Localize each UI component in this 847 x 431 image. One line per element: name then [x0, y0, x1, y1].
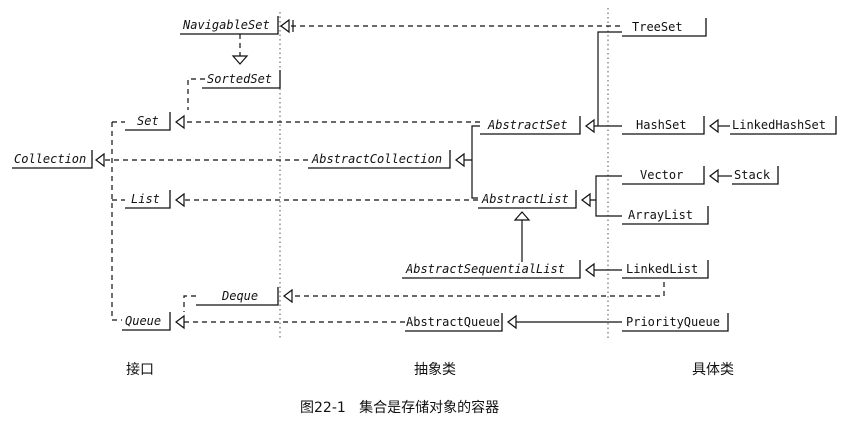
- node-hashset[interactable]: HashSet: [622, 116, 705, 135]
- node-label: Collection: [14, 152, 86, 166]
- node-linkedlist[interactable]: LinkedList: [622, 260, 709, 279]
- arrowhead-abstractlist-up: [513, 211, 531, 221]
- node-label: TreeSet: [632, 20, 683, 34]
- node-label: Vector: [640, 168, 683, 182]
- node-label: Queue: [125, 314, 161, 328]
- node-vector[interactable]: Vector: [622, 166, 705, 185]
- node-collection[interactable]: Collection: [12, 150, 93, 169]
- arrowhead-abstractsequentiallist: [585, 262, 595, 278]
- node-priorityqueue[interactable]: PriorityQueue: [622, 313, 729, 332]
- node-abstractlist[interactable]: AbstractList: [478, 190, 577, 209]
- node-label: Stack: [734, 168, 771, 182]
- node-sortedset[interactable]: SortedSet: [202, 70, 281, 89]
- node-label: Set: [137, 114, 159, 128]
- node-label: AbstractSet: [487, 118, 567, 132]
- edge-deque-queue: [183, 295, 196, 312]
- node-label: ArrayList: [628, 208, 693, 222]
- node-abstractqueue[interactable]: AbstractQueue: [405, 313, 503, 332]
- arrowhead-abstractcollection: [455, 152, 465, 168]
- arrowhead-sortedset: [231, 55, 249, 65]
- node-navigableset[interactable]: NavigableSet: [180, 16, 279, 35]
- node-label: AbstractQueue: [406, 315, 500, 329]
- node-abstractset[interactable]: AbstractSet: [480, 116, 581, 135]
- node-label: NavigableSet: [182, 18, 270, 32]
- edge-sets-to-abstractset: [594, 31, 622, 127]
- column-label-concrete: 具体类: [692, 362, 734, 378]
- arrowhead-abstractqueue: [507, 314, 517, 330]
- arrowhead-queue: [175, 314, 185, 330]
- node-queue[interactable]: Queue: [122, 312, 171, 331]
- arrowhead-vector: [709, 168, 719, 184]
- node-arraylist[interactable]: ArrayList: [622, 206, 709, 225]
- arrowhead-navigableset: [280, 18, 290, 34]
- edge-lists-to-abstractlist: [590, 175, 622, 217]
- node-label: AbstractList: [481, 192, 569, 206]
- node-deque[interactable]: Deque: [196, 287, 279, 306]
- edge-sortedset-set: [187, 78, 205, 110]
- node-label: LinkedList: [626, 262, 698, 276]
- node-linkedhashset[interactable]: LinkedHashSet: [730, 116, 837, 135]
- node-set[interactable]: Set: [125, 112, 171, 131]
- node-label: LinkedHashSet: [732, 118, 826, 132]
- arrowhead-hashset: [709, 118, 719, 134]
- node-label: AbstractSequentialList: [405, 262, 565, 276]
- arrowhead-deque: [283, 288, 293, 304]
- node-abstractcollection[interactable]: AbstractCollection: [308, 150, 451, 169]
- node-abstractsequentiallist[interactable]: AbstractSequentialList: [402, 260, 581, 279]
- edge-abstract-to-abstractcollection: [464, 125, 480, 199]
- figure-caption: 图22-1 集合是存储对象的容器: [300, 399, 499, 416]
- node-label: AbstractCollection: [311, 152, 442, 166]
- node-label: Deque: [221, 289, 258, 303]
- node-list[interactable]: List: [125, 190, 171, 209]
- arrowhead-list: [175, 192, 185, 208]
- arrowhead-abstractlist: [581, 192, 591, 208]
- node-label: PriorityQueue: [626, 315, 720, 329]
- arrowhead-set: [175, 114, 185, 130]
- node-label: List: [131, 192, 160, 206]
- column-label-abstract: 抽象类: [414, 362, 456, 378]
- node-treeset[interactable]: TreeSet: [622, 18, 707, 37]
- arrowhead-collection: [95, 152, 105, 168]
- node-stack[interactable]: Stack: [732, 166, 779, 185]
- node-label: HashSet: [636, 118, 687, 132]
- arrowhead-abstractset: [585, 118, 595, 134]
- node-label: SortedSet: [207, 72, 272, 86]
- column-label-interfaces: 接口: [126, 361, 154, 378]
- edge-linkedlist-deque: [292, 282, 665, 297]
